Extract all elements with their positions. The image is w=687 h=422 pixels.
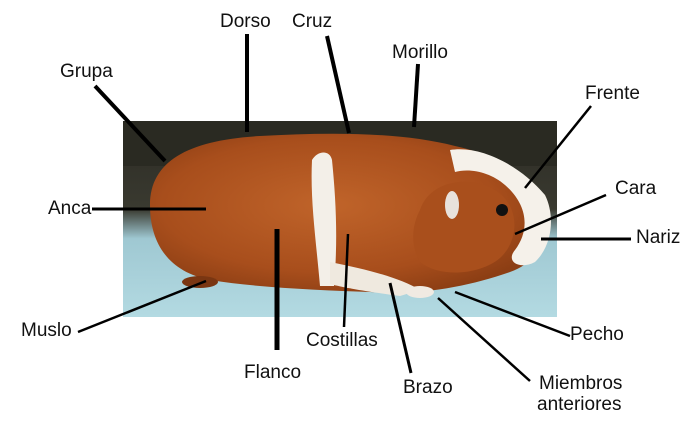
line-morillo bbox=[414, 64, 418, 127]
label-frente: Frente bbox=[585, 84, 640, 104]
label-miembros-line2: anteriores bbox=[537, 395, 622, 414]
label-nariz: Nariz bbox=[636, 228, 680, 248]
label-dorso: Dorso bbox=[220, 12, 271, 32]
eye bbox=[496, 204, 508, 216]
label-flanco: Flanco bbox=[244, 363, 301, 383]
hind-foot bbox=[182, 276, 218, 288]
front-foot bbox=[406, 286, 434, 298]
label-grupa: Grupa bbox=[60, 62, 113, 82]
label-pecho: Pecho bbox=[570, 325, 624, 345]
label-cruz: Cruz bbox=[292, 12, 332, 32]
line-cruz bbox=[327, 36, 349, 133]
label-anca: Anca bbox=[48, 199, 91, 219]
label-brazo: Brazo bbox=[403, 378, 453, 398]
label-morillo: Morillo bbox=[392, 43, 448, 63]
label-cara: Cara bbox=[615, 179, 656, 199]
label-costillas: Costillas bbox=[306, 331, 378, 351]
ear bbox=[445, 191, 459, 219]
label-miembros-line1: Miembros bbox=[539, 374, 622, 393]
label-muslo: Muslo bbox=[21, 321, 72, 341]
